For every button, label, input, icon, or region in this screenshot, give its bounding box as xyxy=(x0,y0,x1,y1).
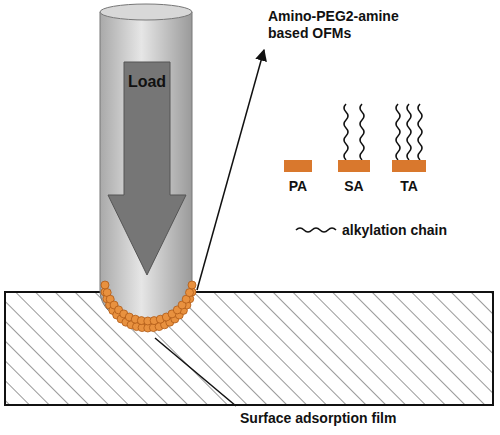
pa-head xyxy=(284,160,312,172)
legend-label: alkylation chain xyxy=(342,222,492,239)
molecule-label: SA xyxy=(338,178,370,195)
load-arrow xyxy=(108,62,186,275)
film-leader xyxy=(155,338,236,406)
molecule-label: TA xyxy=(392,178,426,195)
indenter-body xyxy=(100,12,192,324)
adsorption-film-dots xyxy=(101,281,196,332)
sa-head xyxy=(338,160,370,172)
indenter-top xyxy=(100,4,192,20)
ofm-leader xyxy=(197,50,264,290)
substrate-block xyxy=(5,292,493,405)
film-label: Surface adsorption film xyxy=(240,410,490,427)
load-label: Load xyxy=(124,72,170,91)
molecule-label: PA xyxy=(284,178,312,195)
ta-head xyxy=(392,160,426,172)
ofm-label: Amino-PEG2-amine based OFMs xyxy=(268,8,418,42)
